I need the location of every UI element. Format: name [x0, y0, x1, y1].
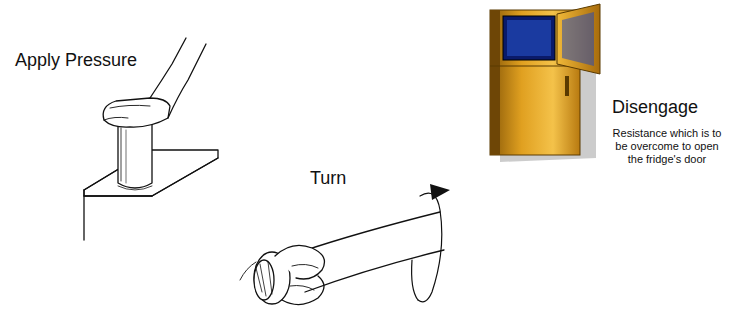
fridge-illustration — [490, 4, 600, 162]
note-text: Resistance which is to be overcome to op… — [612, 127, 722, 167]
turn-illustration — [240, 184, 450, 305]
action-label: Turn — [310, 168, 346, 190]
action-label: Disengage — [612, 97, 698, 119]
action-label: Apply Pressure — [15, 50, 137, 72]
